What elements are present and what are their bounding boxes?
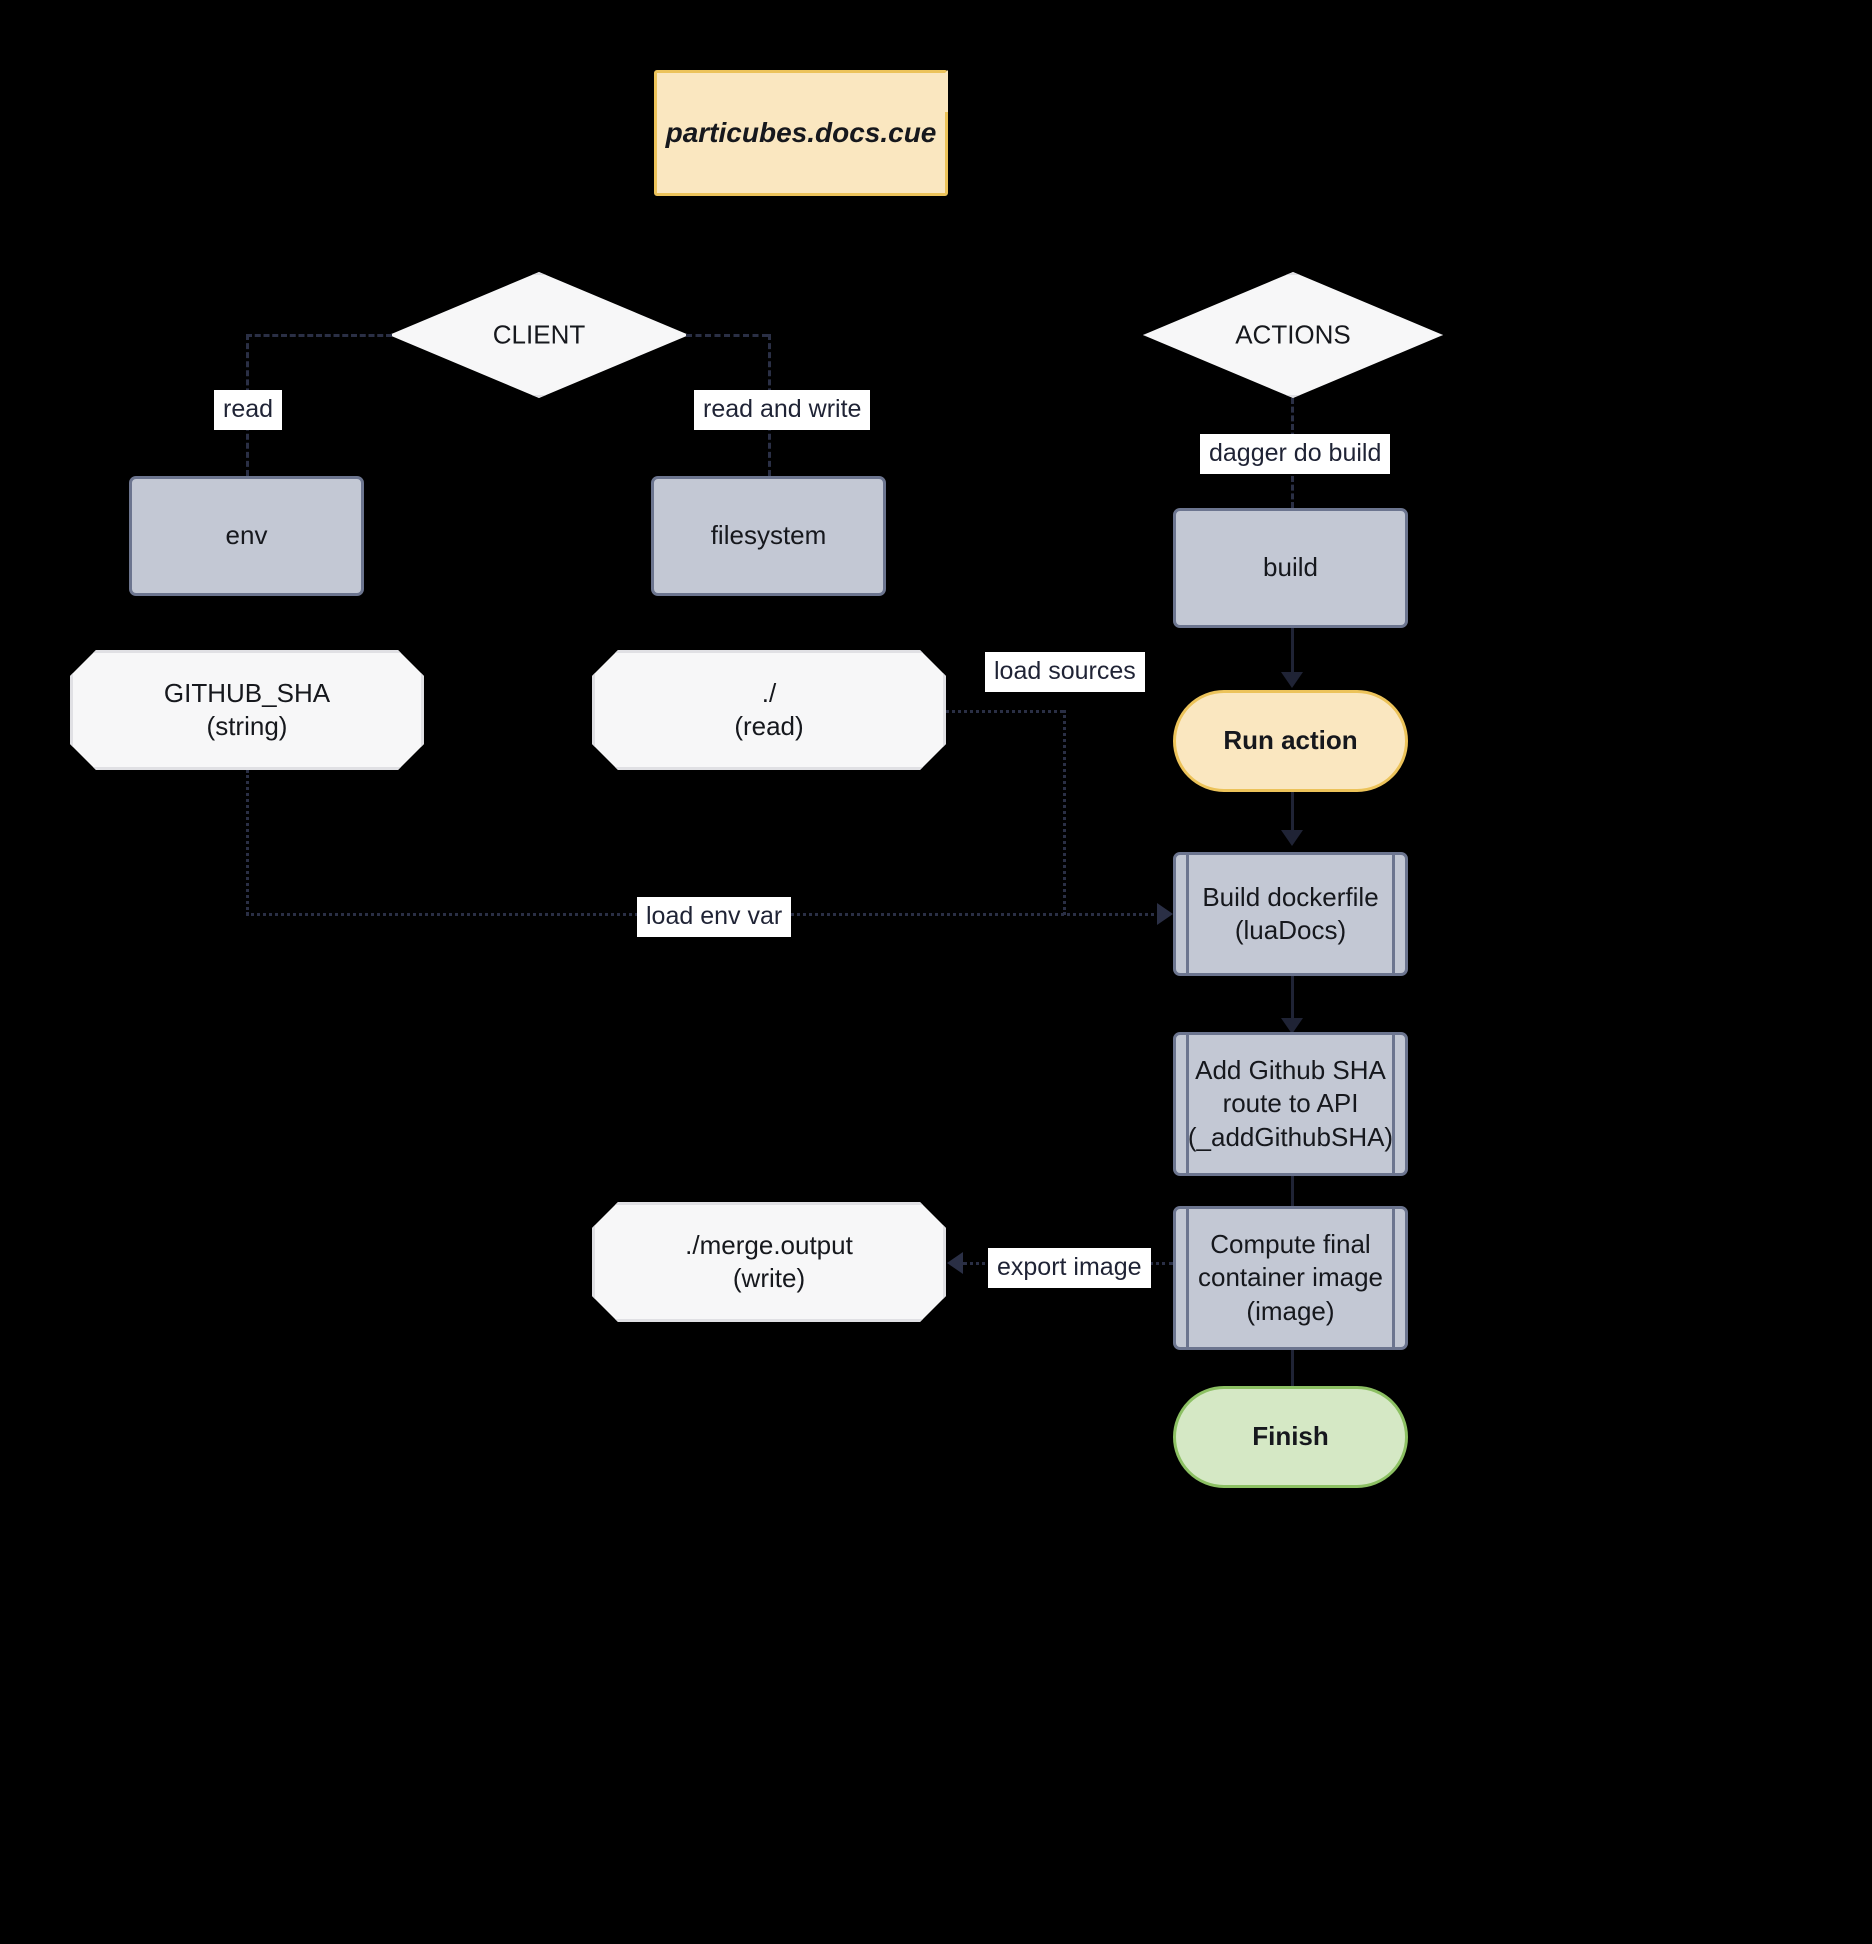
edge-label-load-env-var: load env var bbox=[637, 897, 792, 937]
node-add-github-sha-line3: (_addGithubSHA) bbox=[1187, 1121, 1394, 1152]
node-github-sha[interactable]: GITHUB_SHA (string) bbox=[70, 650, 424, 770]
edge-label-dagger-do-build: dagger do build bbox=[1200, 434, 1391, 474]
note-card-label: particubes.docs.cue bbox=[665, 117, 937, 149]
arrowhead-load-env-var bbox=[1157, 903, 1173, 925]
node-merge-output-line2: (write) bbox=[732, 1263, 806, 1293]
node-merge-output[interactable]: ./merge.output (write) bbox=[592, 1202, 946, 1322]
node-github-sha-line1: GITHUB_SHA bbox=[163, 677, 331, 708]
edge-compute-image-to-finish bbox=[1291, 1350, 1294, 1396]
node-dot-read[interactable]: ./ (read) bbox=[592, 650, 946, 770]
edge-load-sources-vertical bbox=[1063, 710, 1066, 915]
node-filesystem[interactable]: filesystem bbox=[651, 476, 886, 596]
node-dot-read-line2: (read) bbox=[734, 711, 804, 741]
note-card-particubes-docs-cue: particubes.docs.cue bbox=[654, 70, 948, 196]
node-build-dockerfile[interactable]: Build dockerfile (luaDocs) bbox=[1173, 852, 1408, 976]
node-filesystem-label: filesystem bbox=[710, 520, 827, 551]
edge-build-dockerfile-to-add-github-sha bbox=[1291, 976, 1294, 1022]
node-compute-image[interactable]: Compute final container image (image) bbox=[1173, 1206, 1408, 1350]
edge-client-to-filesystem-horizontal bbox=[686, 334, 768, 337]
arrowhead-run-action-to-build-dockerfile bbox=[1281, 830, 1303, 846]
node-actions-label: ACTIONS bbox=[1235, 319, 1351, 350]
node-compute-image-line2: container image bbox=[1198, 1262, 1383, 1293]
node-github-sha-line2: (string) bbox=[206, 711, 288, 741]
node-env-label: env bbox=[225, 520, 268, 551]
node-finish[interactable]: Finish bbox=[1173, 1386, 1408, 1488]
edge-label-read: read bbox=[214, 390, 283, 430]
edge-label-load-sources: load sources bbox=[985, 652, 1145, 692]
node-finish-label: Finish bbox=[1252, 1421, 1329, 1452]
node-run-action[interactable]: Run action bbox=[1173, 690, 1408, 792]
node-merge-output-line1: ./merge.output bbox=[685, 1229, 853, 1260]
node-build-dockerfile-line1: Build dockerfile bbox=[1202, 881, 1379, 912]
node-add-github-sha-line1: Add Github SHA bbox=[1195, 1055, 1386, 1086]
node-env[interactable]: env bbox=[129, 476, 364, 596]
arrowhead-build-to-run-action bbox=[1281, 672, 1303, 688]
edge-client-to-env-horizontal bbox=[246, 334, 392, 337]
arrowhead-export-image bbox=[947, 1252, 963, 1274]
node-compute-image-line3: (image) bbox=[1246, 1295, 1335, 1326]
edge-load-env-var-vertical bbox=[246, 770, 249, 915]
node-build[interactable]: build bbox=[1173, 508, 1408, 628]
edge-run-action-to-build-dockerfile bbox=[1291, 792, 1294, 834]
node-compute-image-line1: Compute final bbox=[1210, 1229, 1371, 1260]
arrowhead-build-dockerfile-to-add-github-sha bbox=[1281, 1018, 1303, 1034]
node-client[interactable]: CLIENT bbox=[389, 272, 689, 398]
node-actions[interactable]: ACTIONS bbox=[1143, 272, 1443, 398]
edge-add-github-sha-to-compute-image bbox=[1291, 1176, 1294, 1222]
edge-load-sources-horizontal bbox=[946, 710, 1063, 713]
node-build-dockerfile-line2: (luaDocs) bbox=[1234, 915, 1347, 945]
note-fold-icon bbox=[906, 70, 948, 112]
node-run-action-label: Run action bbox=[1223, 725, 1358, 756]
node-build-label: build bbox=[1263, 552, 1318, 583]
edge-label-export-image: export image bbox=[988, 1248, 1151, 1288]
node-dot-read-line1: ./ bbox=[761, 677, 777, 708]
edge-label-read-and-write: read and write bbox=[694, 390, 871, 430]
node-add-github-sha[interactable]: Add Github SHA route to API (_addGithubS… bbox=[1173, 1032, 1408, 1176]
edge-build-to-run-action bbox=[1291, 628, 1294, 676]
node-client-label: CLIENT bbox=[492, 319, 586, 350]
node-add-github-sha-line2: route to API bbox=[1222, 1088, 1359, 1119]
